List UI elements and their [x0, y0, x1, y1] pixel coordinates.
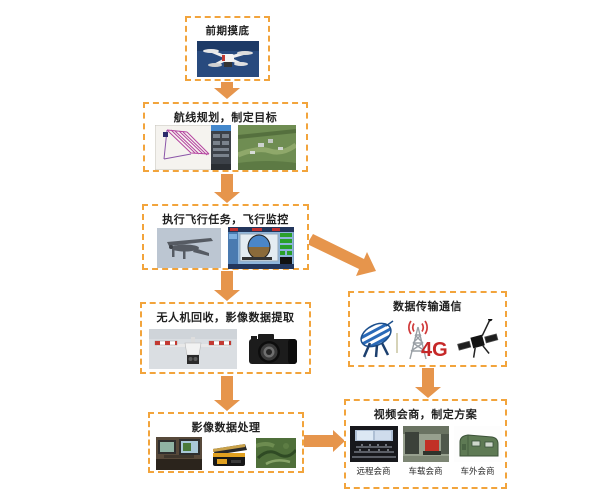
- box-title-flight-mission: 执行飞行任务，飞行监控: [162, 214, 289, 226]
- box-title-recovery-extraction: 无人机回收，影像数据提取: [156, 312, 295, 324]
- vehicle-console-photo: [402, 426, 449, 462]
- box-transmission-images: 4G: [350, 314, 505, 365]
- box-video-consultation: 视频会商，制定方案: [344, 399, 507, 489]
- field-tent-photo: [453, 426, 502, 462]
- rugged-equipment-photo: [207, 436, 251, 470]
- workstation-photo: [156, 436, 202, 470]
- arrow-flight-to-transmission: [307, 234, 376, 276]
- flight-monitoring-screen: [228, 227, 294, 269]
- arrow-flight-to-recovery: [214, 271, 240, 301]
- box-route-planning: 航线规划，制定目标: [143, 102, 308, 172]
- fig-vehicle-consultation: 车载会商: [402, 426, 449, 477]
- terrain-map-photo: [256, 438, 296, 468]
- route-planning-software-screenshot: [155, 125, 231, 170]
- arrow-survey-to-route: [214, 82, 240, 99]
- fixed-wing-uav-photo: [157, 228, 221, 268]
- box-title-data-transmission: 数据传输通信: [393, 301, 462, 313]
- box-recovery-extraction: 无人机回收，影像数据提取: [140, 302, 311, 374]
- fig-field-consultation: 车外会商: [453, 426, 502, 477]
- fig-remote-consultation: 远程会商: [349, 426, 398, 477]
- box-title-image-processing: 影像数据处理: [191, 422, 261, 434]
- box-title-route-planning: 航线规划，制定目标: [173, 112, 278, 124]
- satellite-dish-icon: [356, 318, 398, 357]
- caption-vehicle-consultation: 车载会商: [408, 466, 443, 476]
- box-survey: 前期摸底: [185, 16, 270, 81]
- box-survey-images: [187, 38, 268, 79]
- uav-recovery-photo: [149, 328, 237, 369]
- 4g-label: 4G: [421, 339, 448, 361]
- arrow-route-to-flight: [214, 174, 240, 203]
- box-route-images: [145, 125, 306, 170]
- conference-room-photo: [349, 426, 398, 462]
- box-title-survey: 前期摸底: [205, 25, 250, 37]
- box-data-transmission: 数据传输通信: [348, 291, 507, 367]
- box-title-video-consultation: 视频会商，制定方案: [373, 409, 478, 421]
- arrow-recovery-to-processing: [214, 376, 240, 411]
- caption-remote-consultation: 远程会商: [356, 466, 391, 476]
- satellite-icon: [456, 318, 498, 358]
- quadcopter-photo: [196, 40, 259, 77]
- arrow-processing-to-consultation: [303, 430, 345, 452]
- box-processing-images: [150, 435, 302, 471]
- caption-field-consultation: 车外会商: [460, 466, 495, 476]
- 4g-tower-icon: 4G: [407, 319, 448, 361]
- box-flight-images: [144, 227, 307, 269]
- aerial-survey-photo: [238, 125, 296, 170]
- arrow-transmission-to-consultation: [415, 368, 441, 398]
- dslr-camera-photo: [244, 327, 302, 370]
- box-flight-mission: 执行飞行任务，飞行监控: [142, 204, 309, 270]
- box-consultation-images: 远程会商 车载会商: [346, 422, 505, 487]
- box-image-processing: 影像数据处理: [148, 412, 304, 473]
- box-recovery-images: [142, 325, 309, 372]
